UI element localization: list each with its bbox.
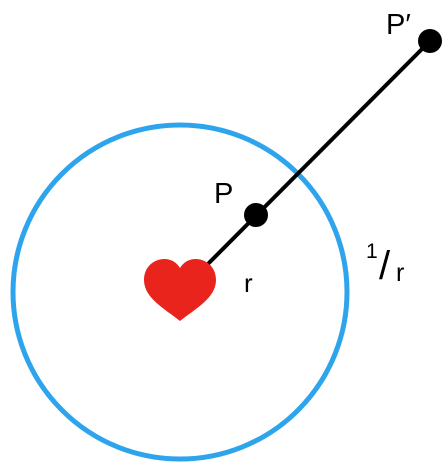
label-p-prime: P′ xyxy=(386,9,411,41)
unit-circle xyxy=(10,122,350,462)
label-radius: r xyxy=(244,268,253,298)
label-inverse-numerator: 1 xyxy=(366,240,378,263)
label-p: P xyxy=(214,178,233,210)
label-inverse-denominator: r xyxy=(396,259,404,287)
heart-icon xyxy=(144,259,216,321)
inversion-ray xyxy=(178,39,432,294)
point-p-prime xyxy=(418,29,442,53)
label-inverse-slash: / xyxy=(379,244,391,288)
label-inverse-radius: 1 / r xyxy=(366,240,404,288)
point-p xyxy=(244,203,268,227)
